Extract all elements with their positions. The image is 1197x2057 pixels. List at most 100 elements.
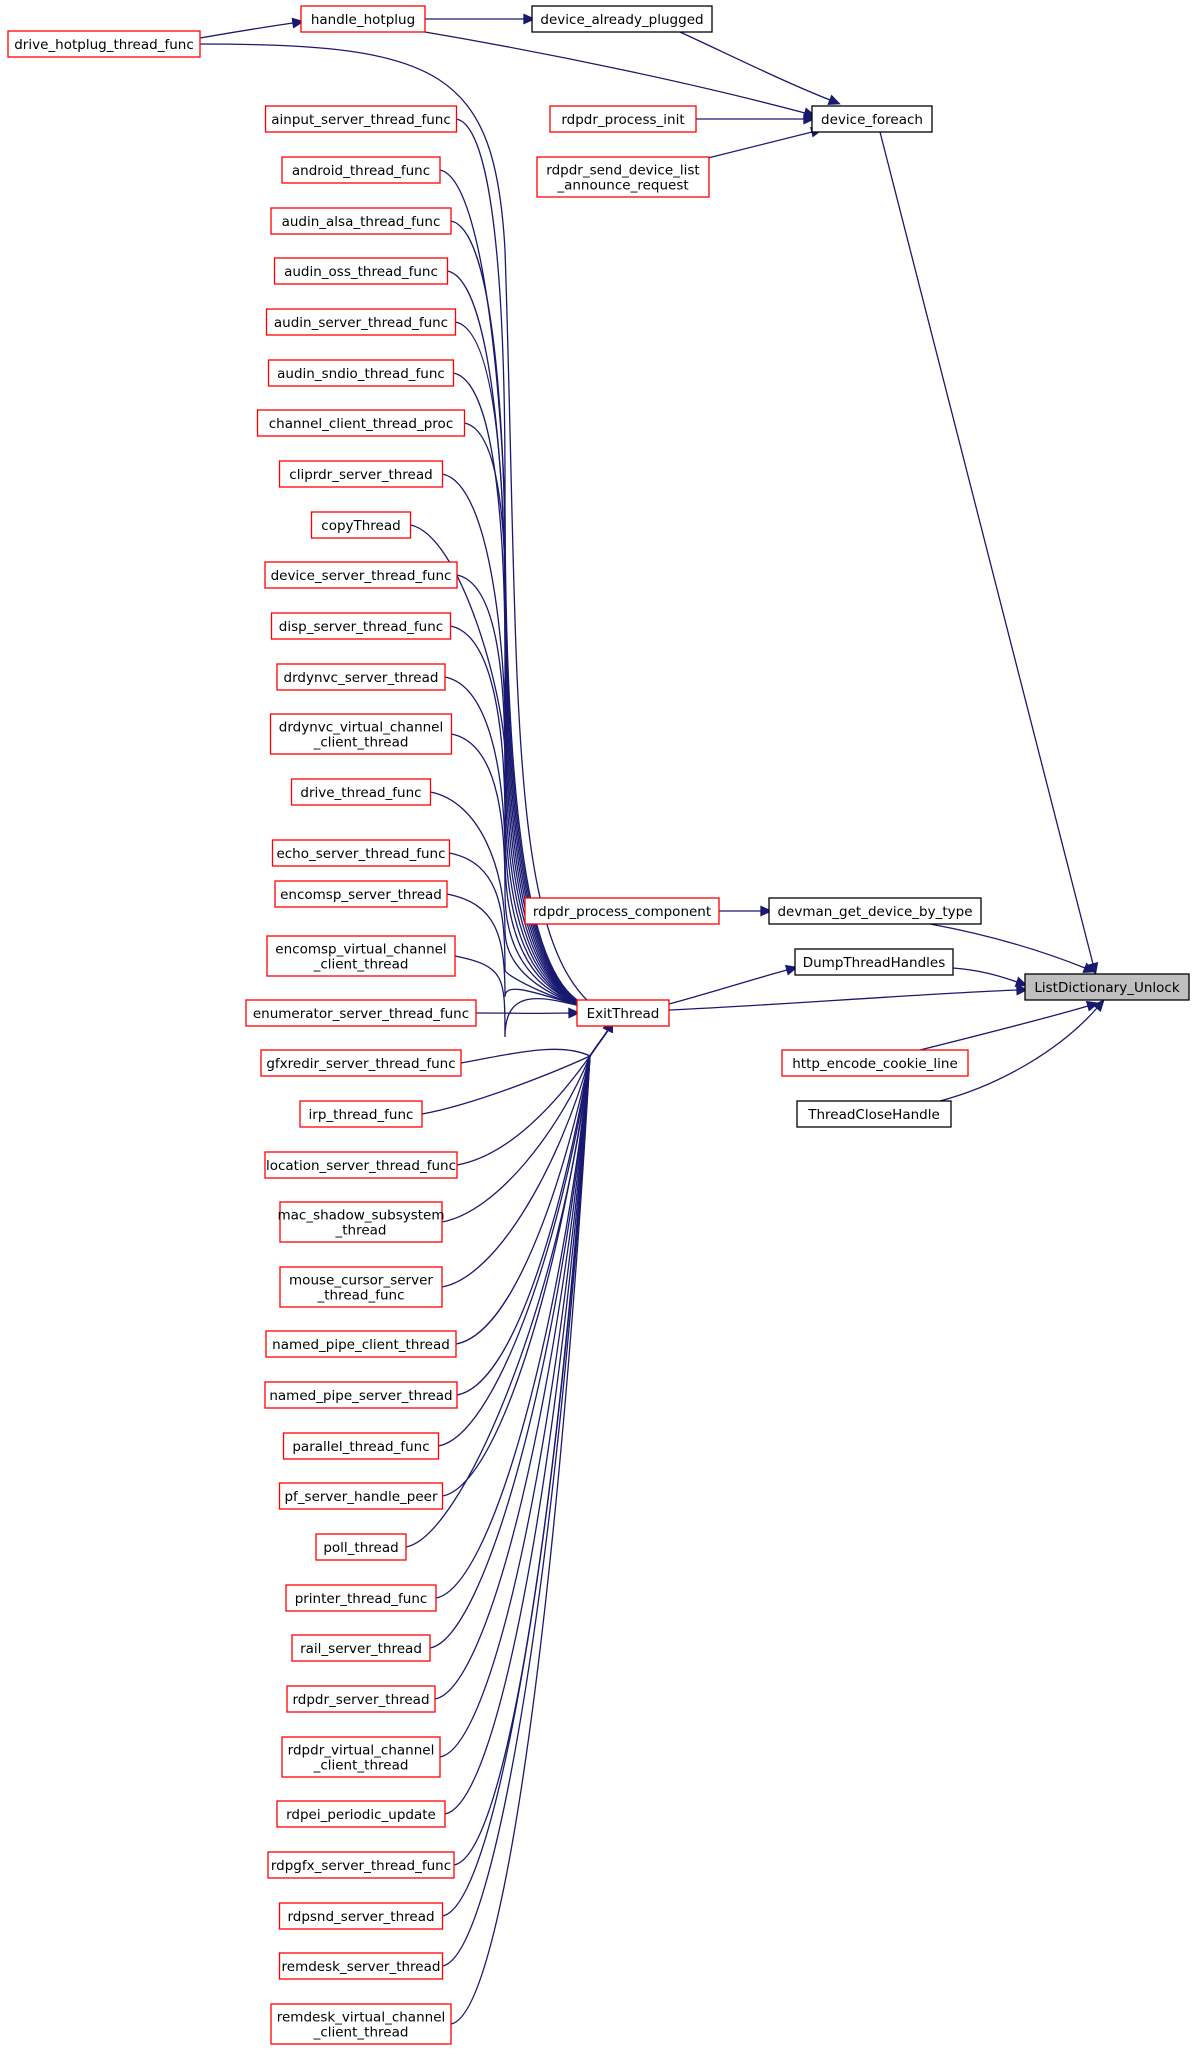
node-drive-hotplug-thread-func[interactable]: drive_hotplug_thread_func (7, 30, 201, 58)
node-rdpdr-server-thread[interactable]: rdpdr_server_thread (286, 1685, 436, 1713)
edge-drive_hotplug_thread_func-to-handle_hotplug (199, 17, 305, 39)
node-parallel-thread-func[interactable]: parallel_thread_func (282, 1432, 440, 1460)
node-ainput-server-thread-func[interactable]: ainput_server_thread_func (264, 105, 458, 133)
node-rdpdr-virtual-channel-client-thread[interactable]: rdpdr_virtual_channel_client_thread (281, 1736, 441, 1778)
node-listdictionary-unlock: ListDictionary_Unlock (1024, 973, 1190, 1001)
edge-http_encode_cookie_line-to-root (919, 1000, 1100, 1051)
node-label: gfxredir_server_thread_func (266, 1056, 455, 1072)
node-label: drive_hotplug_thread_func (14, 37, 194, 53)
node-label: device_server_thread_func (271, 568, 452, 584)
nodes-layer: ListDictionary_Unlockdevice_foreachdevic… (7, 5, 1190, 2045)
node-rdpsnd-server-thread[interactable]: rdpsnd_server_thread (278, 1902, 444, 1930)
node-label: remdesk_virtual_channel (277, 2010, 446, 2026)
node-label: DumpThreadHandles (803, 955, 946, 971)
node-drive-thread-func[interactable]: drive_thread_func (290, 778, 432, 806)
node-label: rdpdr_virtual_channel (288, 1743, 435, 1759)
node-dumpthreadhandles[interactable]: DumpThreadHandles (794, 948, 954, 976)
edge-ExitThread-to-DumpThreadHandles (668, 964, 799, 1005)
edge-c13-to-ExitThread (451, 733, 620, 1018)
edge-c34-to-ExitThread (453, 1019, 614, 1866)
node-label: _thread_func (316, 1288, 404, 1304)
edge-rdpdr_send_device_list-to-device_foreach (699, 126, 824, 161)
node-rdpdr-send-device-list-announce-request[interactable]: rdpdr_send_device_list_announce_request (536, 156, 710, 198)
edge-rdpdr_process_init-to-device_foreach (696, 113, 816, 125)
node-remdesk-server-thread[interactable]: remdesk_server_thread (278, 1952, 444, 1980)
node-rdpdr-process-init[interactable]: rdpdr_process_init (549, 105, 697, 133)
node-audin-alsa-thread-func[interactable]: audin_alsa_thread_func (270, 207, 452, 235)
node-label: rdpgfx_server_thread_func (271, 1858, 451, 1874)
node-label: echo_server_thread_func (276, 846, 445, 862)
node-audin-server-thread-func[interactable]: audin_server_thread_func (265, 308, 457, 336)
edge-rdpdr_process_component-to-devman_get_device_by_type (719, 905, 773, 917)
node-encomsp-virtual-channel-client-thread[interactable]: encomsp_virtual_channel_client_thread (266, 935, 456, 977)
node-poll-thread[interactable]: poll_thread (315, 1533, 407, 1561)
node-remdesk-virtual-channel-client-thread[interactable]: remdesk_virtual_channel_client_thread (270, 2003, 452, 2045)
node-copythread[interactable]: copyThread (310, 511, 412, 539)
node-http-encode-cookie-line[interactable]: http_encode_cookie_line (781, 1049, 969, 1077)
node-mouse-cursor-server-thread-func[interactable]: mouse_cursor_server_thread_func (279, 1266, 443, 1308)
node-device-already-plugged[interactable]: device_already_plugged (531, 5, 713, 33)
node-device-foreach[interactable]: device_foreach (811, 105, 933, 133)
node-mac-shadow-subsystem-thread[interactable]: mac_shadow_subsystem_thread (277, 1201, 445, 1243)
node-handle-hotplug[interactable]: handle_hotplug (300, 5, 426, 33)
node-label: pf_server_handle_peer (284, 1489, 437, 1505)
node-enumerator-server-thread-func[interactable]: enumerator_server_thread_func (245, 999, 477, 1027)
edge-device_already_plugged-to-device_foreach (679, 31, 841, 105)
edge-device_foreach-to-root (879, 131, 1099, 976)
node-label: drdynvc_virtual_channel (279, 720, 444, 736)
node-rdpgfx-server-thread-func[interactable]: rdpgfx_server_thread_func (267, 1851, 455, 1879)
node-audin-oss-thread-func[interactable]: audin_oss_thread_func (273, 257, 449, 285)
node-named-pipe-client-thread[interactable]: named_pipe_client_thread (265, 1330, 457, 1358)
node-label: _client_thread (313, 2025, 409, 2041)
node-irp-thread-func[interactable]: irp_thread_func (299, 1100, 423, 1128)
node-label: _announce_request (556, 178, 688, 194)
node-label: drdynvc_server_thread (284, 670, 439, 686)
node-android-thread-func[interactable]: android_thread_func (281, 156, 441, 184)
node-rdpei-periodic-update[interactable]: rdpei_periodic_update (276, 1800, 446, 1828)
node-audin-sndio-thread-func[interactable]: audin_sndio_thread_func (267, 359, 455, 387)
edge-c35-to-ExitThread (442, 1019, 614, 1917)
node-named-pipe-server-thread[interactable]: named_pipe_server_thread (264, 1381, 458, 1409)
node-label: poll_thread (323, 1540, 398, 1556)
edge-c21-to-ExitThread (456, 1019, 614, 1166)
node-rail-server-thread[interactable]: rail_server_thread (291, 1634, 431, 1662)
node-device-server-thread-func[interactable]: device_server_thread_func (264, 561, 458, 589)
node-label: ListDictionary_Unlock (1034, 980, 1179, 996)
node-label: handle_hotplug (311, 12, 415, 28)
node-label: audin_server_thread_func (274, 315, 448, 331)
node-threadclosehandle[interactable]: ThreadCloseHandle (796, 1100, 952, 1128)
edge-handle_hotplug-to-device_already_plugged (425, 13, 536, 25)
node-cliprdr-server-thread[interactable]: cliprdr_server_thread (278, 460, 444, 488)
node-label: enumerator_server_thread_func (253, 1006, 469, 1022)
edge-devman_get_device_by_type-to-root (929, 923, 1096, 973)
node-disp-server-thread-func[interactable]: disp_server_thread_func (270, 612, 452, 640)
node-label: parallel_thread_func (292, 1439, 429, 1455)
node-location-server-thread-func[interactable]: location_server_thread_func (264, 1151, 458, 1179)
node-label: encomsp_server_thread (280, 887, 442, 903)
node-devman-get-device-by-type[interactable]: devman_get_device_by_type (768, 897, 982, 925)
node-rdpdr-process-component[interactable]: rdpdr_process_component (524, 897, 720, 925)
node-pf-server-handle-peer[interactable]: pf_server_handle_peer (278, 1482, 444, 1510)
node-gfxredir-server-thread-func[interactable]: gfxredir_server_thread_func (260, 1049, 462, 1077)
node-label: disp_server_thread_func (279, 619, 443, 635)
node-label: location_server_thread_func (266, 1158, 456, 1174)
node-drdynvc-server-thread[interactable]: drdynvc_server_thread (276, 663, 446, 691)
node-channel-client-thread-proc[interactable]: channel_client_thread_proc (256, 409, 466, 437)
edge-c11-to-ExitThread (450, 625, 620, 1018)
node-label: ExitThread (587, 1006, 660, 1022)
node-exitthread[interactable]: ExitThread (576, 999, 670, 1027)
node-label: rail_server_thread (300, 1641, 422, 1657)
node-drdynvc-virtual-channel-client-thread[interactable]: drdynvc_virtual_channel_client_thread (269, 713, 453, 755)
node-label: ThreadCloseHandle (807, 1107, 940, 1123)
node-encomsp-server-thread[interactable]: encomsp_server_thread (274, 880, 448, 908)
edge-c3-to-ExitThread (450, 220, 620, 1018)
node-label: audin_sndio_thread_func (277, 366, 445, 382)
node-label: rdpsnd_server_thread (287, 1909, 434, 1925)
node-printer-thread-func[interactable]: printer_thread_func (285, 1584, 437, 1612)
node-label: encomsp_virtual_channel (275, 942, 446, 958)
node-label: channel_client_thread_proc (269, 416, 454, 432)
edge-ThreadCloseHandle-to-root (939, 999, 1105, 1102)
node-echo-server-thread-func[interactable]: echo_server_thread_func (271, 839, 451, 867)
node-label: irp_thread_func (309, 1107, 414, 1123)
